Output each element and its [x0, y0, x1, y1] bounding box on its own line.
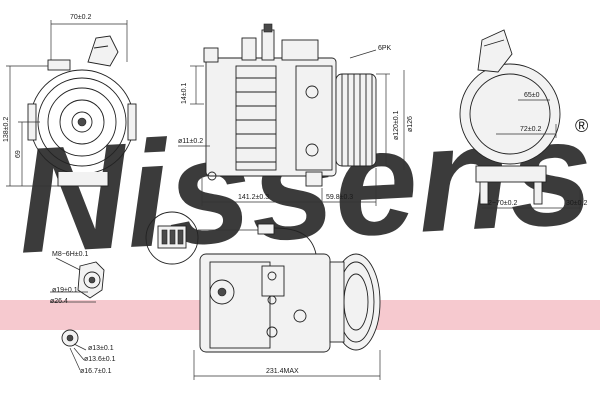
belt-profile-label: 6PK	[378, 45, 392, 52]
side-length-dimension: 141.2±0.3	[238, 194, 269, 201]
lower-fitting-diameter-2: ø13.6±0.1	[84, 356, 116, 363]
lower-fitting-diameter-1: ø13±0.1	[88, 345, 114, 352]
right-dimension-65: 65±0	[524, 92, 540, 99]
right-view: 65±0 72±0.2 2−70±0.2 30±0.2	[459, 29, 587, 212]
front-height-dimension: 138±0.2	[3, 117, 10, 142]
side-offset-dimension: 59.8±0.3	[326, 194, 353, 201]
fittings-upper: M8−6H±0.1 ø19±0.1 ø26.4	[50, 251, 105, 305]
front-width-dimension: 70±0.2	[70, 14, 91, 21]
upper-fitting-diameter-2: ø26.4	[50, 298, 68, 305]
lower-fitting-diameter-3: ø16.7±0.1	[80, 368, 112, 375]
pulley-diameter-2: ø126	[407, 116, 414, 132]
upper-fitting-diameter-1: ø19±0.1	[52, 287, 78, 294]
thread-label: M8−6H±0.1	[52, 251, 88, 258]
front-view: 70±0.2 138±0.2 69	[3, 14, 137, 187]
connector-callout	[145, 211, 317, 265]
pulley-diameter-1: ø120±0.1	[393, 110, 400, 140]
fittings-lower: ø13±0.1 ø13.6±0.1 ø16.7±0.1	[61, 329, 116, 375]
right-dimension-72: 72±0.2	[520, 126, 541, 133]
side-view: 14±0.1 ø11±0.2 6PK ø120±0.1 ø126 141.2±0…	[178, 23, 414, 206]
front-lower-dimension: 69	[15, 150, 22, 158]
side-bore-dimension: ø11±0.2	[178, 138, 203, 145]
right-dimension-2-70: 2−70±0.2	[488, 200, 517, 207]
bottom-view: 231.4MAX	[193, 253, 381, 380]
side-top-small-dimension: 14±0.1	[181, 83, 188, 104]
overall-length-dimension: 231.4MAX	[266, 368, 299, 375]
watermark-registered-mark: ®	[575, 116, 588, 136]
right-dimension-30: 30±0.2	[566, 200, 587, 207]
